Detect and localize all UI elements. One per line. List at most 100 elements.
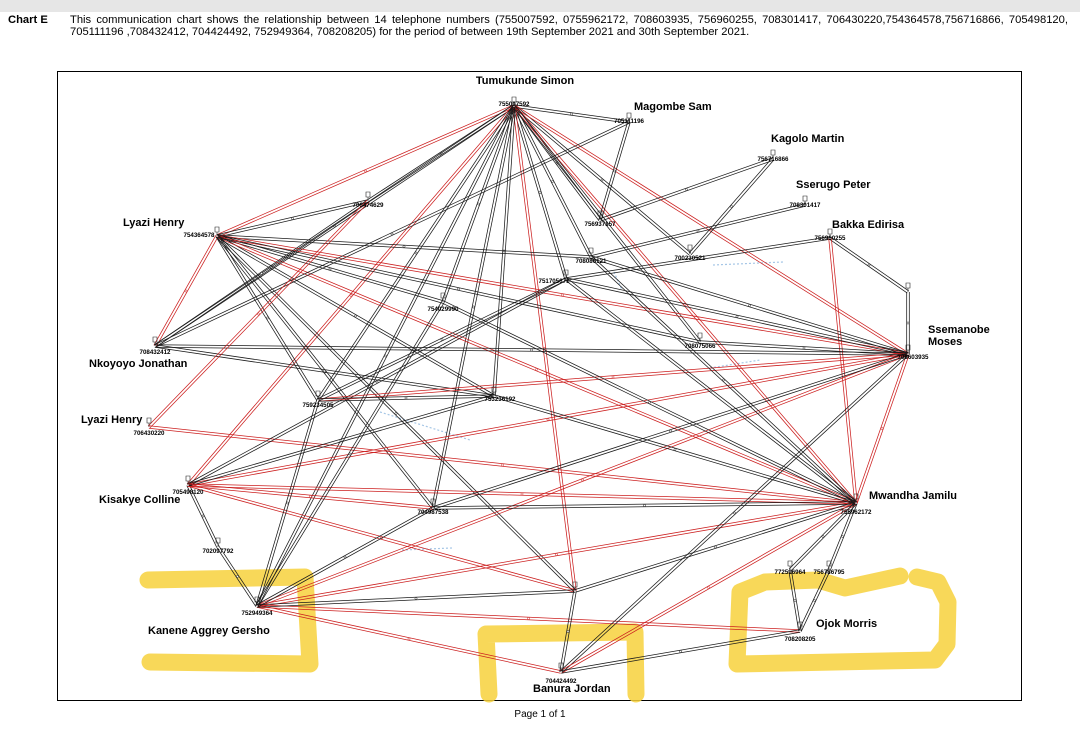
highlighter-mark-0 (139, 568, 319, 673)
phone-node-772516964: 772516964 (775, 560, 806, 576)
edge-759234505-751705671 (317, 277, 567, 402)
person-name-kanene: Kanene Aggrey Gersho (148, 625, 270, 637)
edge-755007592-705111196 (513, 104, 630, 124)
edge-708603935-708086121 (590, 255, 909, 356)
phone-number-label: 756716866 (758, 156, 790, 163)
edge-705498120-708603935 (187, 352, 909, 487)
edge-754364578-759234505 (215, 235, 320, 401)
phone-node-702097792: 702097792 (203, 537, 235, 555)
edge-708432412-708603935 (154, 344, 909, 356)
phone-icon (572, 581, 578, 591)
phone-node-700230521: 700230521 (675, 244, 706, 262)
edge-708603935-704987538 (432, 352, 909, 510)
person-name-kagolo: Kagolo Martin (771, 133, 845, 145)
edge-705498120-751705671 (187, 277, 567, 487)
phone-node-751705671: 751705671 (539, 269, 570, 285)
edge-756937157-705111196 (598, 121, 631, 221)
phone-node-708603935: 708603935 (898, 344, 929, 361)
person-name-lyazi2: Lyazi Henry (81, 414, 143, 426)
phone-node-753236192: 753236192 (485, 386, 517, 403)
person-name-banura: Banura Jordan (533, 683, 611, 695)
edge-752949364-759234505 (255, 399, 320, 607)
phone-icon (853, 493, 859, 503)
phone-icon (558, 662, 564, 672)
phone-icon (365, 191, 371, 201)
edge-759834094-704424492 (559, 590, 577, 673)
edge-705498120-755962172 (187, 483, 857, 505)
phone-number-label: 705111196 (614, 118, 645, 125)
phone-number-label: 702097792 (203, 548, 235, 555)
phone-number-label: 754364578 (184, 232, 216, 239)
phone-icon (430, 498, 436, 508)
phone-node-704987538: 704987538 (418, 498, 450, 516)
phone-node-704424492: 704424492 (546, 662, 577, 685)
phone-number-label: 754029990 (428, 306, 460, 313)
phone-icon (905, 282, 911, 292)
phone-node-708571471 (905, 282, 911, 292)
edge-708432412-705111196 (154, 120, 630, 348)
edge-708086121-708301417 (590, 203, 806, 259)
edge-708603935-755962172 (854, 353, 910, 504)
edge-706474629-708432412 (154, 199, 369, 348)
phone-number-label: 708432412 (140, 349, 172, 356)
edge-752949364-755962172 (256, 501, 857, 608)
phone-icon (687, 244, 693, 254)
phone-node-756960255: 756960255 (815, 228, 846, 242)
phone-icon (152, 336, 158, 346)
edge-755007592-751705671 (512, 105, 568, 280)
edge-754364578-708075066 (216, 234, 701, 344)
edge-708208205-704424492 (560, 629, 801, 674)
highlighter-mark-2 (728, 567, 957, 673)
phone-node-759234505: 759234505 (303, 390, 334, 409)
phone-icon (802, 195, 808, 205)
edge-755007592-755962172 (512, 104, 858, 505)
person-name-lyazi1: Lyazi Henry (123, 217, 185, 229)
edge-708603935-759234505 (317, 352, 909, 402)
phone-node-759834094 (572, 581, 578, 591)
person-name-kisakye: Kisakye Colline (99, 494, 180, 506)
phone-icon (626, 112, 632, 122)
phone-icon (770, 149, 776, 159)
edge-756960255-708571471 (829, 236, 909, 294)
person-name-ssemanobe1: Ssemanobe (928, 324, 990, 336)
person-name-ojok: Ojok Morris (816, 618, 877, 630)
edge-755007592-754364578 (216, 104, 515, 238)
phone-number-label: 706474629 (353, 202, 385, 209)
phone-number-label: 756786795 (814, 569, 846, 576)
edge-754364578-753236192 (216, 234, 495, 398)
phone-node-754029990: 754029990 (428, 292, 460, 313)
phone-node-708075066: 708075066 (685, 332, 716, 350)
phone-number-label: 755007592 (499, 101, 531, 108)
phone-icon (588, 247, 594, 257)
phone-icon (827, 228, 833, 238)
phone-node-756937157: 756937157 (585, 210, 616, 228)
edge-755962172-704424492 (560, 501, 857, 674)
phone-number-label: 753236192 (485, 396, 517, 403)
edge-754364578-708086121 (216, 234, 592, 259)
phone-icon (797, 621, 803, 631)
phone-number-label: 708208205 (785, 636, 817, 643)
edge-755962172-751705671 (564, 277, 858, 505)
edge-755007592-708075066 (512, 104, 702, 344)
edge-755007592-700230521 (512, 104, 692, 256)
edge-702097792-752949364 (216, 546, 259, 607)
edge-755962172-759834094 (574, 501, 857, 593)
phone-number-label: 752949364 (242, 610, 274, 617)
phone-number-label: 704987538 (418, 509, 450, 516)
edge-755007592-704987538 (431, 105, 516, 509)
edge-752949364-759834094 (256, 589, 576, 608)
phone-node-706474629: 706474629 (353, 191, 385, 209)
phone-number-label: 705498120 (173, 489, 205, 496)
edge-708603935-751705671 (565, 277, 909, 356)
phone-node-756786795: 756786795 (814, 560, 846, 576)
phone-icon (254, 596, 260, 606)
person-name-bakka: Bakka Edirisa (832, 219, 905, 231)
edge-754364578-706474629 (216, 199, 369, 238)
edge-752949364-704987538 (256, 506, 434, 608)
edge-772516964-708208205 (788, 569, 802, 632)
edge-755962172-753236192 (493, 394, 857, 505)
phone-icon (491, 386, 497, 396)
edge-756786795-708208205 (798, 569, 831, 632)
phone-node-708432412: 708432412 (140, 336, 172, 356)
phone-node-754364578: 754364578 (184, 226, 220, 239)
